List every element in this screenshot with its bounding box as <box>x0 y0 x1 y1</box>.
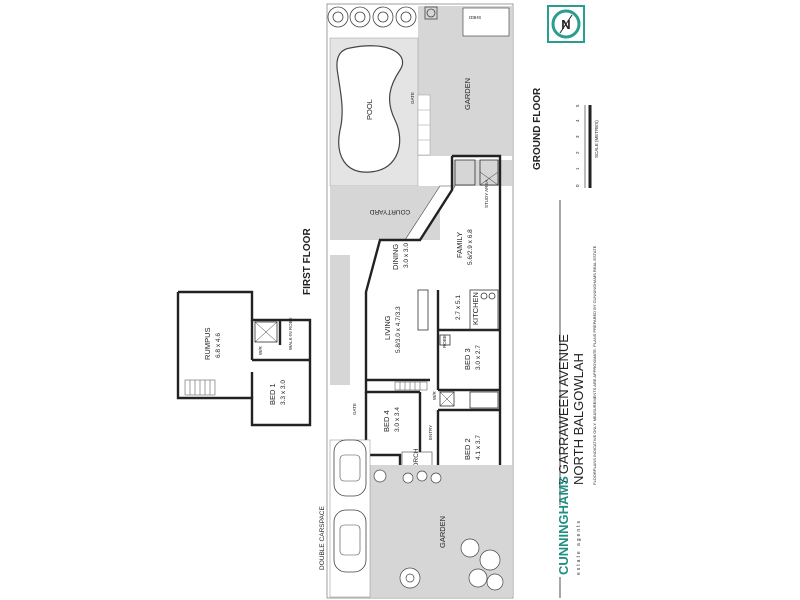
pool-gate-label: GATE <box>410 92 415 104</box>
courtyard-label: COURTYARD <box>369 208 410 215</box>
ground-floor-title: GROUND FLOOR <box>532 87 543 170</box>
carspace-label: DOUBLE CARSPACE <box>319 506 326 570</box>
address-block: 7 GARRAWEEN AVENUE NORTH BALGOWLAH FLOOR… <box>556 200 597 598</box>
bed4-dim: 3.0 x 3.4 <box>394 407 401 432</box>
family-dim: 5.6/2.9 x 6.8 <box>467 229 474 265</box>
brand-name: CUNNINGHAMS <box>556 476 571 575</box>
living-name: LIVING <box>383 315 392 340</box>
bed3-robe: ROBE <box>442 335 447 348</box>
wir-label: W/R <box>432 391 437 400</box>
car-top <box>333 439 367 497</box>
scale-tick-3: 3 <box>575 135 580 138</box>
brand-tagline: estate agents <box>576 519 582 575</box>
shrubs <box>373 469 504 591</box>
north-arrow-icon: N <box>559 14 573 34</box>
dining-name: DINING <box>391 244 400 270</box>
side-gate-label: GATE <box>352 403 357 415</box>
family-name: FAMILY <box>455 232 464 258</box>
bathroom: W/R <box>432 391 499 409</box>
scale-bar: 0 1 2 3 4 5 SCALE (METRES) <box>575 104 599 188</box>
room-bed1: BED 1 3.3 x 3.0 <box>268 380 287 405</box>
scale-tick-4: 4 <box>575 119 580 122</box>
rumpus-dim: 6.8 x 4.6 <box>215 333 222 358</box>
bed1-dim: 3.3 x 3.0 <box>280 380 287 405</box>
bed1-name: BED 1 <box>268 383 277 405</box>
room-bed2: BED 2 4.1 x 3.7 <box>463 435 482 460</box>
scale-tick-2: 2 <box>575 151 580 154</box>
address-line1: 7 GARRAWEEN AVENUE <box>556 334 571 485</box>
kitchen-name: KITCHEN <box>471 292 480 325</box>
study-area: STUDY AREA <box>454 159 499 208</box>
pool-label: POOL <box>365 99 374 120</box>
room-dining: DINING 3.0 x 3.0 <box>391 243 410 270</box>
garden-top-label: GARDEN <box>463 78 472 110</box>
room-bed3: ROBE BED 3 3.0 x 2.7 <box>439 334 482 370</box>
carspace: DOUBLE CARSPACE <box>319 439 371 598</box>
study-label: STUDY AREA <box>484 180 489 208</box>
courtyard: COURTYARD <box>330 160 512 385</box>
room-family: FAMILY 5.6/2.9 x 6.8 <box>455 229 474 265</box>
logo-badge: N <box>547 5 585 43</box>
bed3-name: BED 3 <box>463 348 472 370</box>
car-bottom <box>333 509 367 573</box>
scale-tick-0: 0 <box>575 184 580 187</box>
brand-logo: CUNNINGHAMS estate agents <box>548 476 584 577</box>
room-kitchen: KITCHEN 2.7 x 5.1 <box>417 289 499 331</box>
bed2-name: BED 2 <box>463 438 472 460</box>
walk-in-robe: WALK-IN ROBE <box>288 317 293 350</box>
disclaimer: FLOORPLANS INDICATIVE ONLY. MEASUREMENTS… <box>592 245 597 485</box>
rumpus-name: RUMPUS <box>203 327 212 360</box>
living-dim: 5.8/3.0 x 4.7/3.3 <box>395 306 402 353</box>
bed4-name: BED 4 <box>382 410 391 432</box>
upper-wir-label: W/R <box>258 346 263 355</box>
shed: SHED <box>462 7 510 37</box>
porch-label: PORCH <box>413 448 420 472</box>
scale-tick-5: 5 <box>575 104 580 107</box>
room-rumpus: RUMPUS 6.8 x 4.6 <box>203 327 222 360</box>
tree-row-top <box>327 6 438 28</box>
room-living: LIVING 5.8/3.0 x 4.7/3.3 <box>383 306 402 353</box>
walkin-label: WALK-IN ROBE <box>288 317 293 350</box>
bottom-garden: GARDEN <box>370 465 512 597</box>
dining-dim: 3.0 x 3.0 <box>403 243 410 268</box>
stairs <box>394 381 428 391</box>
room-bed4: BED 4 3.0 x 3.4 <box>382 407 401 432</box>
kitchen-dim: 2.7 x 5.1 <box>455 295 462 320</box>
site-boundary <box>326 3 514 599</box>
first-floor-plan: W/R <box>176 290 312 427</box>
first-floor-title: FIRST FLOOR <box>302 228 313 295</box>
scale-title: SCALE (METRES) <box>594 120 599 158</box>
bed2-dim: 4.1 x 3.7 <box>475 435 482 460</box>
house-outline <box>364 154 502 502</box>
address-line2: NORTH BALGOWLAH <box>571 353 586 485</box>
pool-area: POOL GATE <box>329 37 431 187</box>
garden-bottom-label: GARDEN <box>438 516 447 548</box>
bed3-dim: 3.0 x 2.7 <box>475 345 482 370</box>
scale-tick-1: 1 <box>575 167 580 170</box>
entry: ENTRY <box>428 425 433 440</box>
shed-label: SHED <box>468 15 481 20</box>
entry-label: ENTRY <box>428 425 433 440</box>
